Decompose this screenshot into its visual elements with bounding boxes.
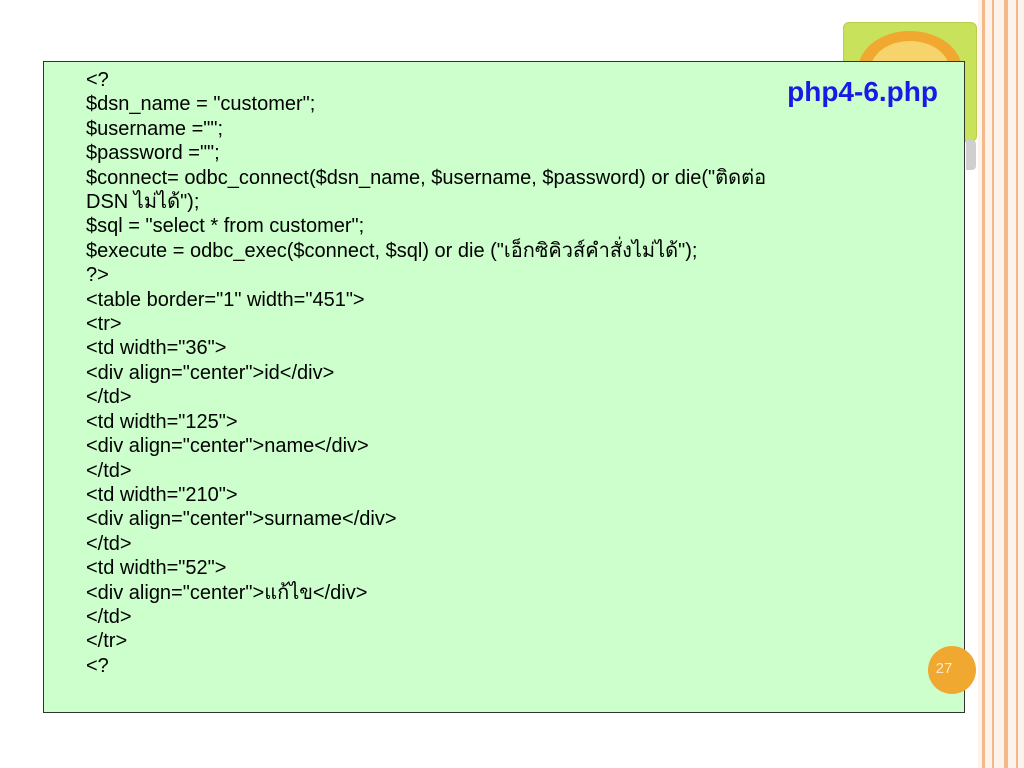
code-line: </td> — [86, 532, 132, 555]
code-line: <td width="125"> — [86, 410, 238, 433]
code-line: <div align="center">surname</div> — [86, 508, 397, 531]
code-line: <div align="center">id</div> — [86, 361, 335, 384]
code-line: </td> — [86, 386, 132, 409]
side-tab — [966, 140, 976, 170]
code-line: <td width="52"> — [86, 557, 227, 580]
code-line: $execute = odbc_exec($connect, $sql) or … — [86, 239, 698, 262]
code-line: <td width="36"> — [86, 337, 227, 360]
code-line: <div align="center">แก้ไข</div> — [86, 581, 368, 604]
filename-title: php4-6.php — [787, 76, 938, 107]
code-line: $password =""; — [86, 142, 220, 165]
decorative-stripes — [978, 0, 1024, 768]
stripe — [992, 0, 994, 768]
code-line: $sql = "select * from customer"; — [86, 215, 365, 238]
code-line: $dsn_name = "customer"; — [86, 93, 316, 116]
code-line: <table border="1" width="451"> — [86, 288, 365, 311]
code-line: </td> — [86, 605, 132, 628]
code-line: $connect= odbc_connect($dsn_name, $usern… — [86, 166, 767, 189]
code-listing: <?$dsn_name = "customer";$username ="";$… — [86, 68, 766, 678]
code-line: <td width="210"> — [86, 483, 238, 506]
page-number-circle — [928, 646, 976, 694]
code-box: php4-6.php <?$dsn_name = "customer";$use… — [43, 61, 965, 713]
code-line: <? — [86, 69, 109, 91]
stripe — [1016, 0, 1018, 768]
code-line: </tr> — [86, 630, 128, 653]
code-line: <div align="center">name</div> — [86, 435, 369, 458]
code-line: <? — [86, 654, 109, 677]
code-line: <tr> — [86, 313, 122, 336]
code-line: DSN ไม่ได้"); — [86, 191, 200, 214]
code-line: </td> — [86, 459, 132, 482]
page-number: 27 — [935, 660, 953, 677]
stripe — [1004, 0, 1008, 768]
code-line: ?> — [86, 264, 109, 287]
stripe — [982, 0, 985, 768]
code-line: $username =""; — [86, 117, 224, 140]
